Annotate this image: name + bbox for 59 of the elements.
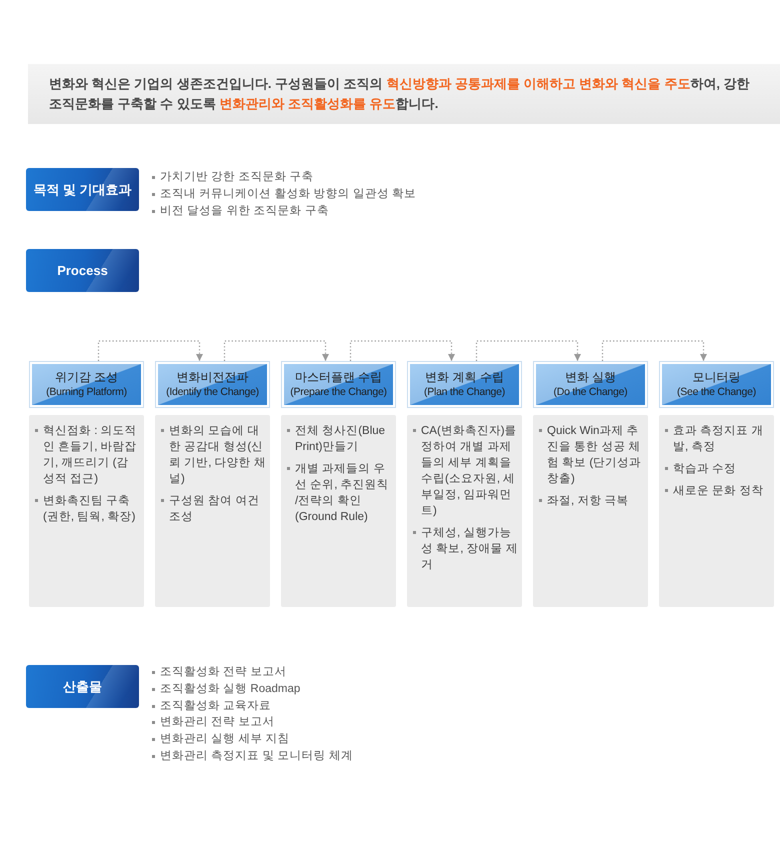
bullet-text: 혁신점화 : 의도적인 흔들기, 바람잡기, 깨뜨리기 (감성적 접근): [43, 424, 138, 487]
section-tile: [26, 249, 139, 292]
bullet-text: 개별 과제들의 우선 순위, 추진원칙 /전략의 확인 (Ground Rule): [295, 462, 390, 525]
bullet-text: 변화촉진팀 구축 (권한, 팀웍, 확장): [43, 494, 136, 525]
intro-banner: [28, 64, 780, 124]
step-subtitle: (Plan the Change): [424, 385, 505, 399]
step-subtitle: (See the Change): [677, 385, 756, 399]
content-panel: [659, 415, 774, 607]
step-box: [281, 361, 396, 408]
connector-arrow: [476, 340, 581, 361]
bullet-text: 변화관리 전략 보고서: [160, 715, 274, 730]
connector-arrow: [98, 340, 203, 361]
intro-text: 변화와 혁신은 기업의 생존조건입니다. 구성원들이 조직의 혁신방향과 공통과제를 이해하고 변화와 혁신을 주도하여, 강한 조직문화를 구축할 수 있도록 변화관리와 조직활성화를 유도합니다.: [49, 75, 751, 113]
step-box: [407, 361, 522, 408]
step-title: 마스터플랜 수립: [294, 370, 382, 385]
bullet-text: 구체성, 실행가능성 확보, 장애물 제거: [421, 526, 518, 573]
bullet-text: 조직활성화 전략 보고서: [160, 665, 286, 680]
section-heading: 목적 및 기대효과: [33, 182, 132, 198]
content-panel: [533, 415, 648, 607]
step-subtitle: (Do the Change): [554, 385, 628, 399]
section-heading: 산출물: [63, 678, 102, 694]
step-box: [29, 361, 144, 408]
bullet-text: 변화관리 측정지표 및 모니터링 체계: [160, 748, 353, 764]
bullet-text: 학습과 수정: [673, 462, 736, 477]
content-panel: [407, 415, 522, 607]
step-subtitle: (Prepare the Change): [290, 385, 387, 399]
connector-arrow: [224, 340, 329, 361]
step-title: 변화 계획 수립: [425, 370, 504, 385]
content-panel: [155, 415, 270, 607]
bullet-text: 구성원 참여 여건 조성: [169, 494, 260, 525]
step-box: [533, 361, 648, 408]
connector-arrow: [602, 340, 707, 361]
section-tile: [26, 168, 139, 211]
step-title: 위기감 조성: [54, 370, 118, 385]
bullet-text: 좌절, 저항 극복: [547, 494, 629, 509]
bullet-text: CA(변화촉진자)를 정하여 개별 과제들의 세부 계획을 수립(소요자원, 세부일정, 임파워먼트): [421, 424, 518, 519]
section-heading: Process: [57, 262, 108, 278]
step-title: 모니터링: [692, 370, 740, 385]
section-tile: [26, 665, 139, 708]
step-subtitle: (Identify the Change): [166, 385, 259, 399]
bullet-text: 조직활성화 교육자료: [160, 698, 272, 714]
content-panel: [29, 415, 144, 607]
bullet-text: 변화의 모습에 대한 공감대 형성(신뢰 기반, 다양한 채널): [169, 424, 266, 487]
bullet-text: 조직내 커뮤니케이션 활성화 방향의 일관성 확보: [160, 186, 416, 202]
step-box: [659, 361, 774, 408]
bullet-text: 새로운 문화 정착: [673, 484, 764, 499]
step-box: [155, 361, 270, 408]
bullet-text: Quick Win과제 추진을 통한 성공 체험 확보 (단기성과 창출): [547, 424, 642, 487]
bullet-text: 효과 측정지표 개발, 측정: [673, 424, 764, 455]
step-title: 변화비전전파: [176, 370, 248, 385]
step-subtitle: (Burning Platform): [46, 385, 127, 399]
connector-arrow: [350, 340, 455, 361]
bullet-text: 가치기반 강한 조직문화 구축: [160, 170, 314, 185]
bullet-text: 조직활성화 실행 Roadmap: [160, 682, 300, 697]
bullet-text: 변화관리 실행 세부 지침: [160, 732, 290, 748]
content-panel: [281, 415, 396, 607]
bullet-text: 전체 청사진(Blue Print)만들기: [295, 424, 386, 455]
step-title: 변화 실행: [564, 370, 616, 385]
bullet-text: 비전 달성을 위한 조직문화 구축: [160, 204, 329, 219]
